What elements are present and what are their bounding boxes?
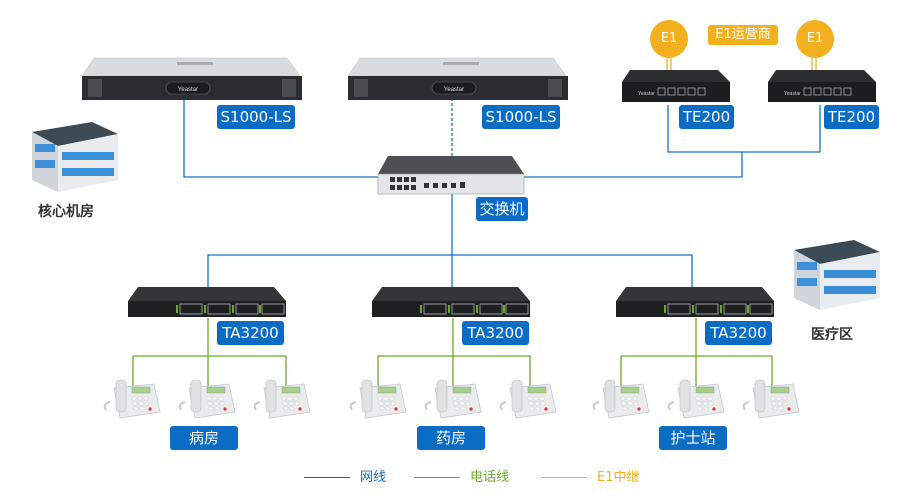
telephone-icon: [348, 376, 408, 424]
network-switch: [377, 156, 525, 195]
e1-circle-1: E1: [650, 20, 688, 58]
ta3200-device-3: [616, 287, 774, 317]
area-label-nurse-station: 护士站: [659, 426, 727, 450]
ta3200-label-2: TA3200: [462, 321, 529, 345]
legend-phone: 电话线: [414, 466, 509, 485]
e1-carrier-label: E1运营商: [708, 25, 778, 45]
telephone-icon: [423, 376, 483, 424]
telephone-icon: [177, 376, 237, 424]
te200-device-1: Yeastar: [622, 70, 730, 102]
svg-text:Yeastar: Yeastar: [178, 87, 198, 93]
area-label-ward: 病房: [170, 426, 238, 450]
building-core-label: 核心机房: [38, 204, 94, 220]
telephone-icon: [741, 376, 801, 424]
legend-network-swatch: [304, 477, 350, 478]
telephone-icon: [591, 376, 651, 424]
ta3200-device-1: [128, 287, 286, 317]
server-label-2: S1000-LS: [482, 105, 560, 129]
svg-text:Yeastar: Yeastar: [638, 91, 655, 97]
switch-label: 交换机: [476, 197, 528, 221]
te200-label-2: TE200: [824, 105, 879, 129]
legend-e1-swatch: [541, 477, 587, 478]
te200-label-1: TE200: [679, 105, 734, 129]
ta1-phone-bus: [132, 355, 287, 388]
building-medical-icon: [794, 240, 880, 310]
legend-network-label: 网线: [360, 470, 387, 485]
ta3200-device-2: [372, 287, 530, 317]
server-s1000-2: Yeastar: [347, 57, 568, 100]
server1-to-switch-line: [183, 98, 380, 178]
ta2-phone-bus: [377, 355, 531, 388]
te200-trunk-line: [522, 152, 743, 178]
server-label-1: S1000-LS: [217, 105, 295, 129]
svg-text:Yeastar: Yeastar: [784, 91, 801, 97]
server-s1000-1: Yeastar: [81, 57, 302, 100]
area-label-pharmacy: 药房: [417, 426, 485, 450]
telephone-icon: [252, 376, 312, 424]
ta3200-label-3: TA3200: [705, 321, 772, 345]
te200-to-switch-line: [667, 105, 821, 153]
telephone-icon: [666, 376, 726, 424]
building-core-icon: [32, 122, 118, 192]
e1-circle-2: E1: [796, 20, 834, 58]
ta3200-label-1: TA3200: [217, 321, 284, 345]
legend-phone-swatch: [414, 477, 460, 478]
telephone-icon: [102, 376, 162, 424]
legend-e1: E1中继: [541, 466, 640, 485]
te200-device-2: Yeastar: [768, 70, 876, 102]
ta3-phone-bus: [620, 355, 773, 388]
building-medical-label: 医疗区: [811, 327, 853, 343]
svg-text:Yeastar: Yeastar: [444, 87, 464, 93]
telephone-icon: [498, 376, 558, 424]
legend-e1-label: E1中继: [597, 470, 640, 485]
legend-network: 网线: [304, 466, 386, 485]
lan-bus-line: [207, 254, 693, 290]
legend-phone-label: 电话线: [470, 470, 510, 485]
